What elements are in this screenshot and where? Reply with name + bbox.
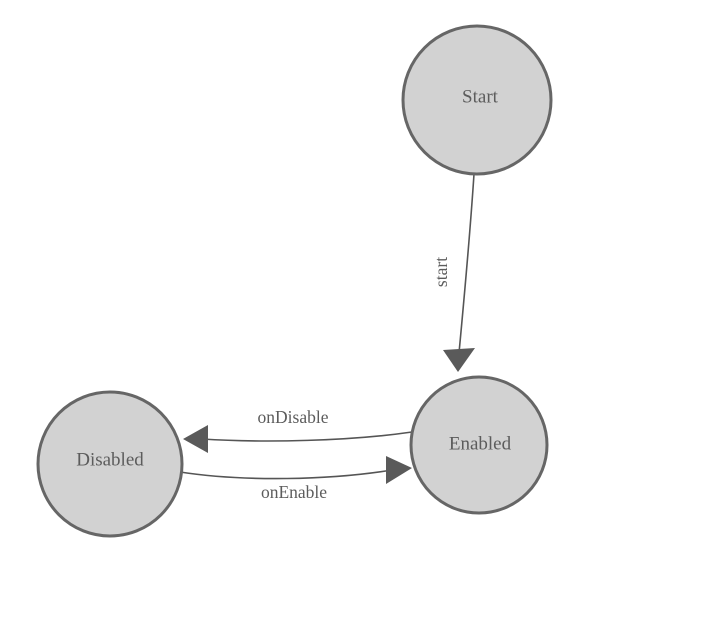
edge-disabled-to-enabled[interactable]: onEnable [179, 456, 412, 502]
edge-label-onenable: onEnable [261, 482, 327, 502]
node-enabled-circle [409, 375, 549, 515]
edge-enabled-to-disabled-line [201, 431, 413, 442]
node-start[interactable]: Start [401, 24, 553, 176]
edge-start-to-enabled[interactable]: start [431, 173, 475, 372]
node-disabled-label: Disabled [76, 449, 144, 470]
node-enabled[interactable]: Enabled [409, 375, 549, 515]
node-start-label: Start [462, 86, 499, 107]
edge-label-start: start [431, 257, 451, 287]
arrowhead-into-enabled-top [443, 348, 475, 372]
arrowhead-into-disabled [183, 425, 208, 453]
node-disabled[interactable]: Disabled [36, 390, 184, 538]
edge-enabled-to-disabled[interactable]: onDisable [183, 407, 413, 453]
edge-label-ondisable: onDisable [258, 407, 329, 427]
node-disabled-circle [36, 390, 184, 538]
node-enabled-label: Enabled [449, 433, 512, 454]
arrowhead-into-enabled-left [386, 456, 412, 484]
edge-disabled-to-enabled-line [179, 469, 393, 480]
edge-start-to-enabled-line [458, 173, 475, 354]
node-start-circle [401, 24, 553, 176]
